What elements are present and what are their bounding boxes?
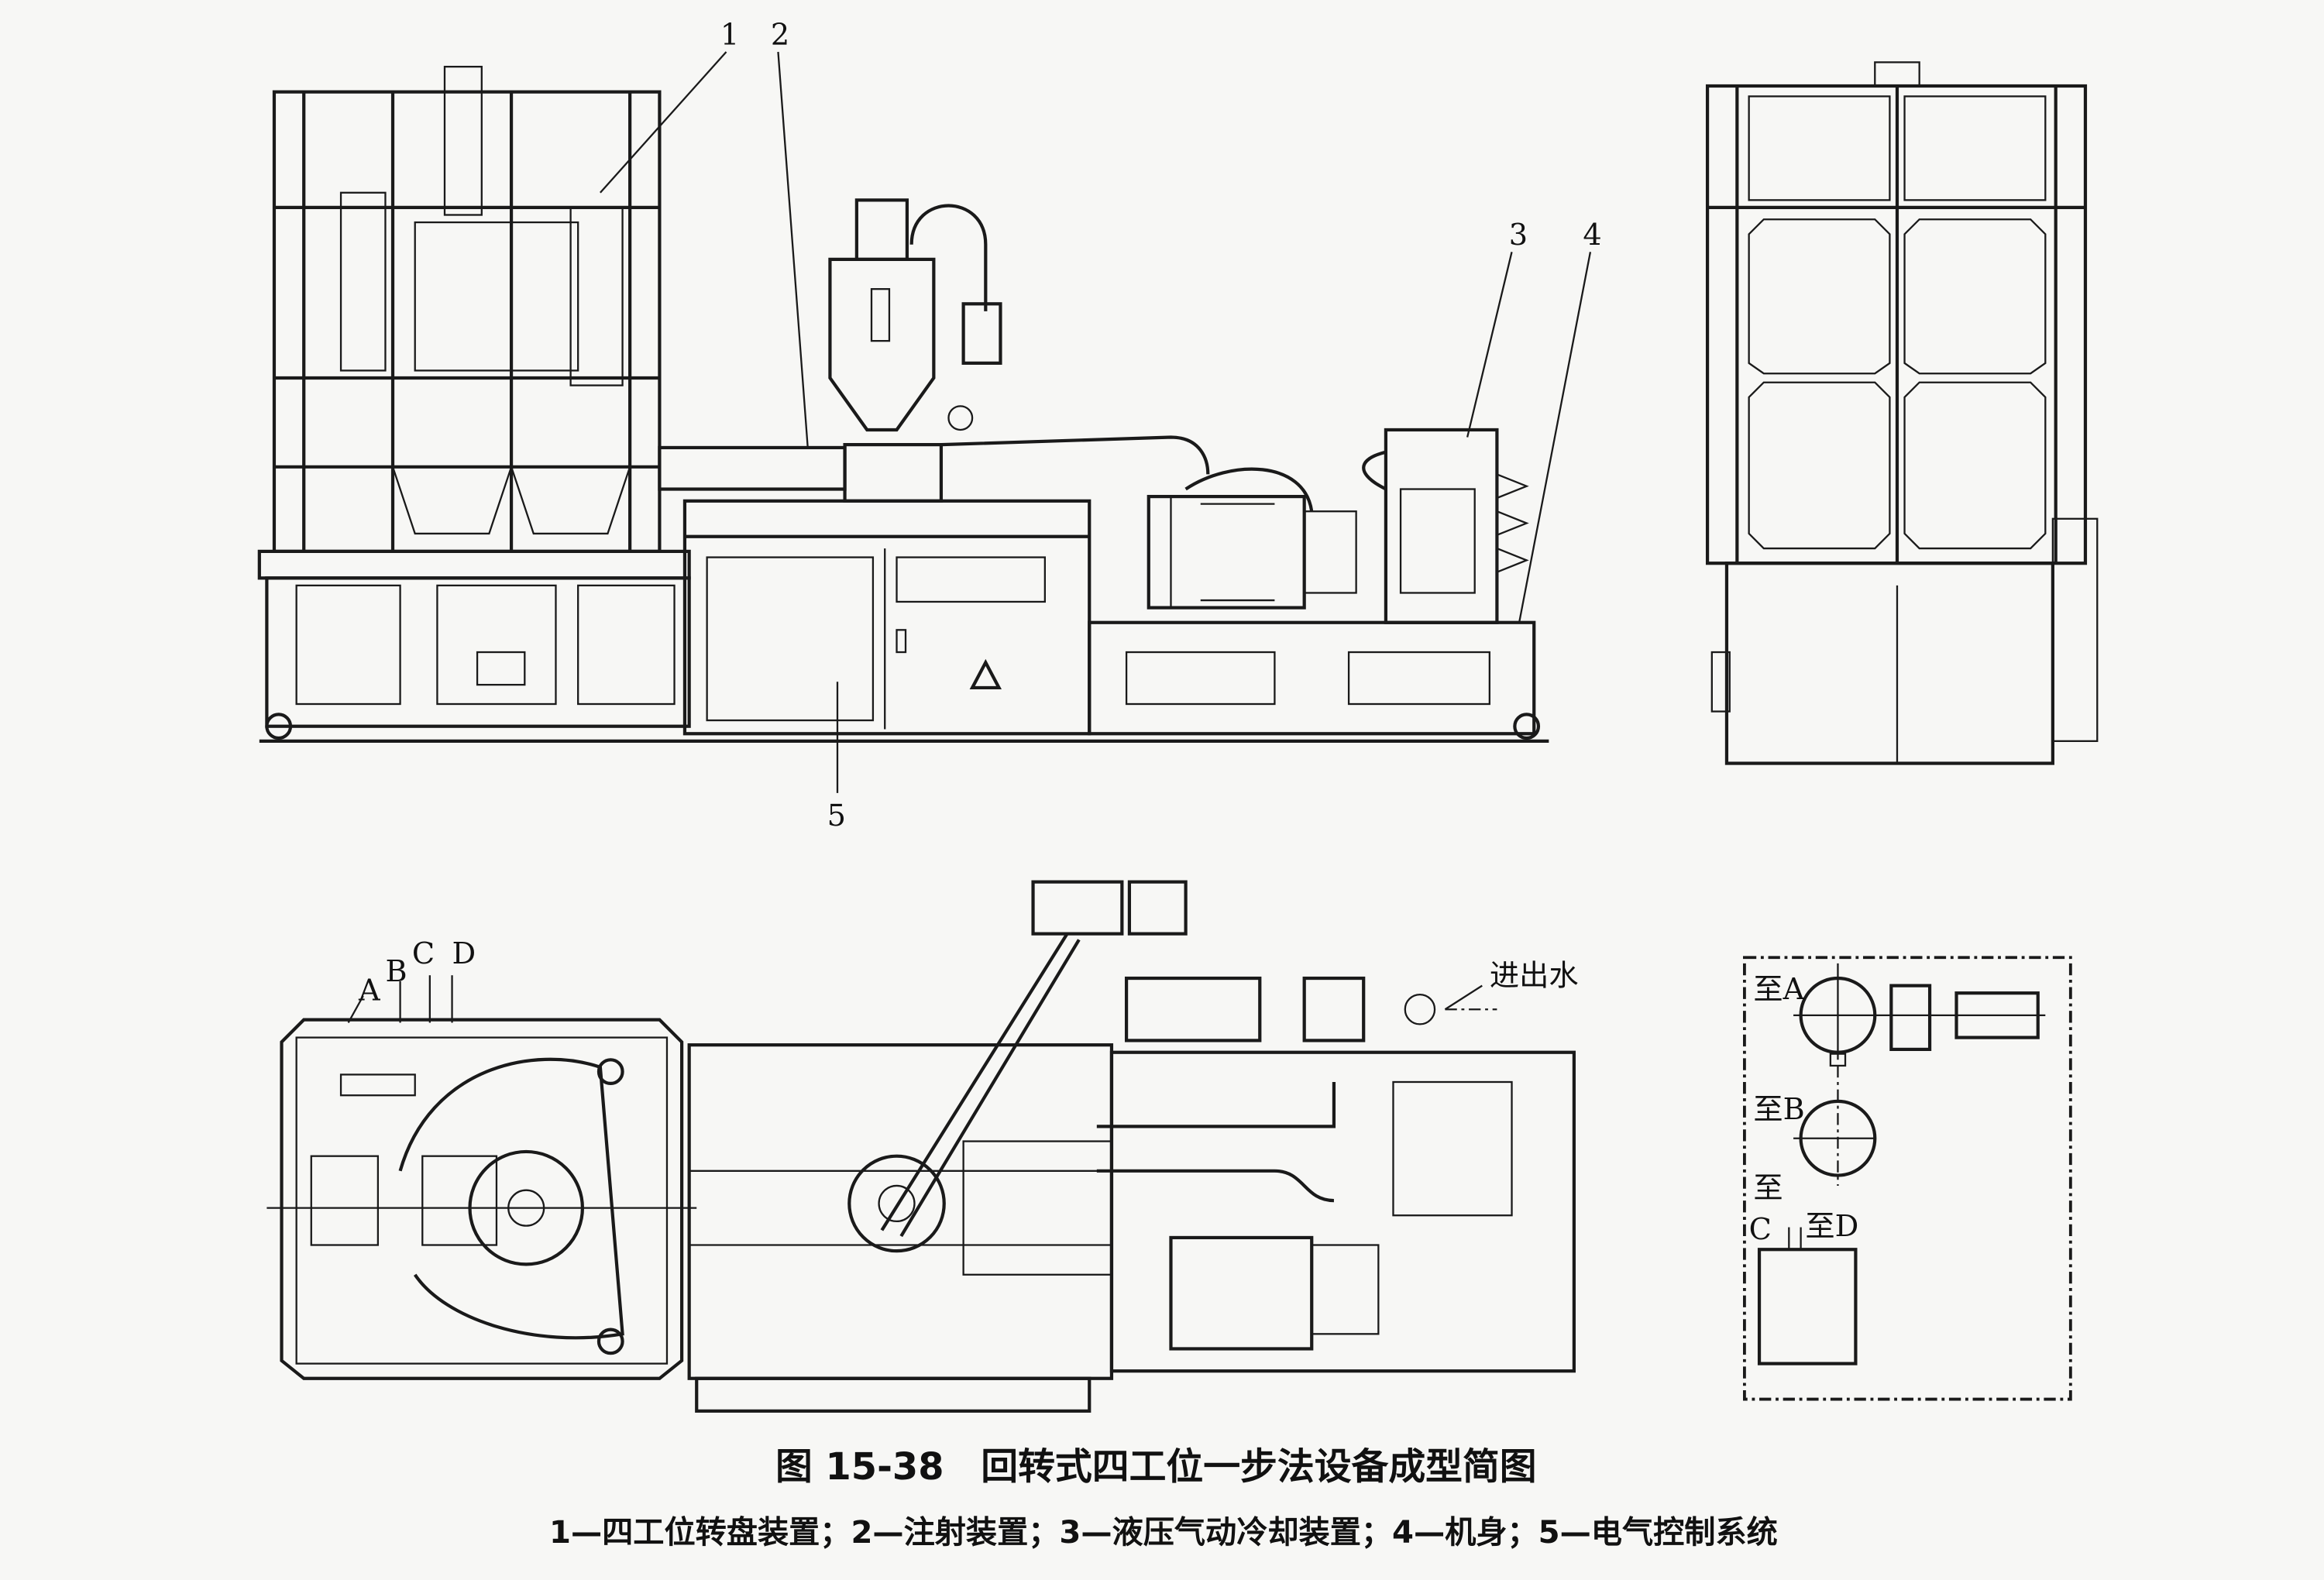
- high-voltage-warning-icon: [969, 658, 1002, 690]
- to-d-label: 至D: [1805, 1209, 1858, 1244]
- port-c-label: C: [412, 936, 435, 971]
- figure-title: 图 15-38 回转式四工位一步法设备成型简图: [775, 1446, 1537, 1489]
- water-inlet-outlet-label: 进出水: [1490, 959, 1579, 994]
- motor: [1147, 467, 1357, 610]
- injection-unit: [658, 198, 1210, 503]
- connection-detail-view: 至A 至B 至 C 至D: [1743, 956, 2072, 1401]
- rotary-turntable-frame: [272, 65, 662, 553]
- callout-lines: [600, 51, 1592, 793]
- hydraulic-cooling-unit: [1362, 428, 1529, 624]
- electrical-cabinet: [682, 499, 1092, 736]
- to-label: 至: [1753, 1170, 1783, 1205]
- callout-5: 5: [827, 799, 846, 833]
- figure-legend: 1—四工位转盘装置；2—注射装置；3—液压气动冷却装置；4—机身；5—电气控制系…: [549, 1515, 1778, 1551]
- to-a-label: 至A: [1753, 972, 1804, 1007]
- callout-2: 2: [771, 17, 789, 52]
- side-view: [1705, 61, 2099, 765]
- front-view: 1 2 3 4 5: [257, 17, 1602, 833]
- callout-1: 1: [720, 17, 739, 52]
- callout-3: 3: [1509, 218, 1528, 252]
- port-b-label: B: [385, 954, 407, 989]
- port-a-label: A: [358, 974, 380, 1008]
- plan-view: A B C D 进出水: [266, 880, 1579, 1413]
- c-label: C: [1749, 1212, 1772, 1247]
- port-d-label: D: [452, 936, 476, 971]
- to-b-label: 至B: [1753, 1092, 1804, 1127]
- callout-4: 4: [1583, 218, 1601, 252]
